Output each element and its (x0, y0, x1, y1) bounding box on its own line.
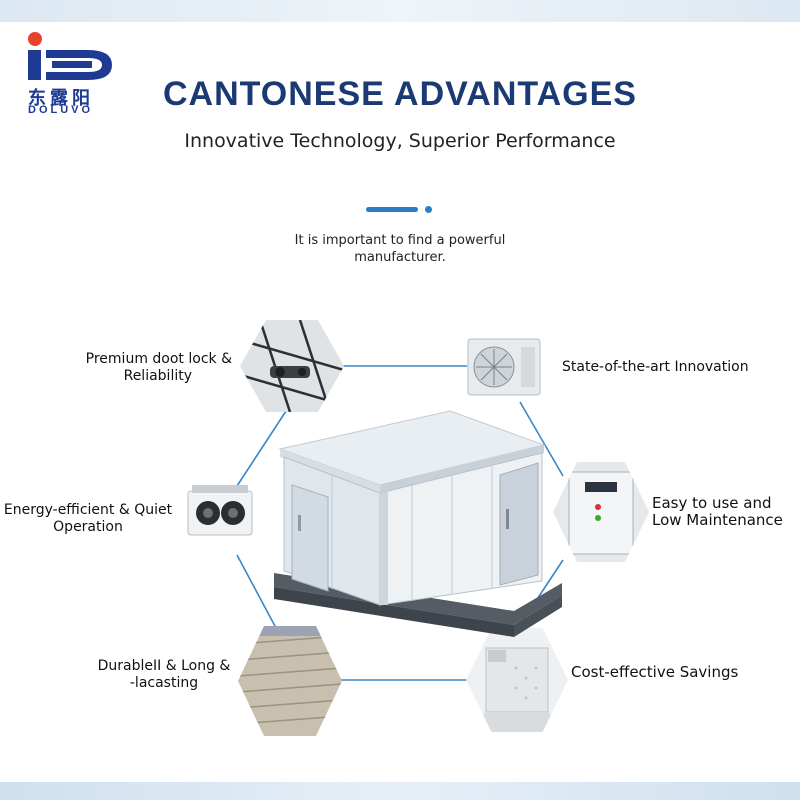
tagline-line-2: manufacturer. (354, 250, 446, 265)
feature-durable-line-1: DurableII & Long & (97, 658, 231, 674)
feature-energy-line-2: Operation (53, 519, 123, 535)
top-decor-strip (0, 0, 800, 22)
feature-door-lock-label: Premium doot lock & Reliability (60, 351, 232, 385)
page-subtitle: Innovative Technology, Superior Performa… (184, 130, 616, 152)
feature-door-lock-line-2: Reliability (123, 368, 192, 384)
page-title: CANTONESE ADVANTAGES (162, 75, 637, 113)
feature-energy-line-1: Energy-efficient & Quiet (3, 502, 173, 518)
door-lock-hex (240, 320, 344, 412)
cold-room-unit-illustration (274, 410, 562, 637)
brand-name-zh: 东露阳 (28, 88, 94, 109)
feature-durable-line-2: -lacasting (129, 675, 199, 691)
title-divider-bar (366, 207, 418, 212)
evaporator-fan-icon (187, 485, 253, 536)
title-divider-dot (425, 206, 432, 213)
evaporator-image (182, 483, 258, 545)
condensing-unit-image (466, 337, 542, 397)
feature-easy-use-label: Easy to use and Low Maintenance (652, 495, 798, 529)
tagline: It is important to find a powerful manuf… (250, 232, 550, 266)
feature-easy-use-line-1: Easy to use and (652, 494, 772, 512)
connector-lower-left (236, 554, 277, 629)
condensing-unit-icon (467, 338, 541, 396)
feature-easy-use-line-2: Low Maintenance (652, 511, 783, 529)
brand-name-en: DOLUVO (28, 104, 94, 116)
door-lock-icon (240, 320, 344, 412)
feature-innovation-label: State-of-the-art Innovation (562, 359, 749, 375)
tagline-line-1: It is important to find a powerful (294, 233, 506, 248)
doluvo-logo (28, 32, 112, 80)
feature-durable-label: DurableII & Long & -lacasting (96, 658, 232, 692)
control-box-icon (553, 462, 649, 562)
connector-upper-left (236, 404, 291, 487)
feature-energy-label: Energy-efficient & Quiet Operation (0, 502, 176, 536)
connector-upper-right (519, 401, 564, 477)
bottom-decor-strip (0, 782, 800, 800)
feature-door-lock-line-1: Premium doot lock & (85, 351, 232, 367)
control-box-hex (553, 462, 649, 562)
feature-savings-label: Cost-effective Savings (571, 663, 739, 681)
